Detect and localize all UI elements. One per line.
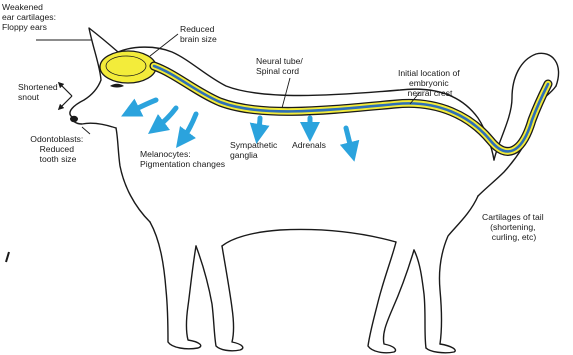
label-neural-tube: Neural tube/ Spinal cord [256, 56, 305, 76]
arrow-to-skin-1 [182, 114, 196, 140]
snout-arrows [60, 84, 72, 108]
nose [70, 116, 78, 122]
arrow-to-belly [346, 128, 352, 152]
arrow-to-jaw [156, 108, 176, 128]
label-ears: Weakened ear cartilages: Floppy ears [2, 2, 58, 32]
label-melanocytes: Melanocytes: Pigmentation changes [140, 149, 225, 169]
label-brain: Reduced brain size [180, 24, 217, 44]
label-tail: Cartilages of tail (shortening, curling,… [482, 212, 546, 242]
label-neural-crest: Initial location of embryonic neural cre… [398, 68, 462, 98]
eye [110, 84, 124, 88]
arrow-to-face [130, 100, 156, 112]
label-teeth: Odontoblasts: Reduced tooth size [30, 134, 85, 164]
label-snout: Shortened snout [18, 82, 60, 102]
label-ganglia: Sympathetic ganglia [230, 140, 280, 160]
arrow-to-ganglia [258, 118, 260, 134]
edge-mark [6, 252, 9, 262]
label-adrenals: Adrenals [292, 140, 326, 150]
